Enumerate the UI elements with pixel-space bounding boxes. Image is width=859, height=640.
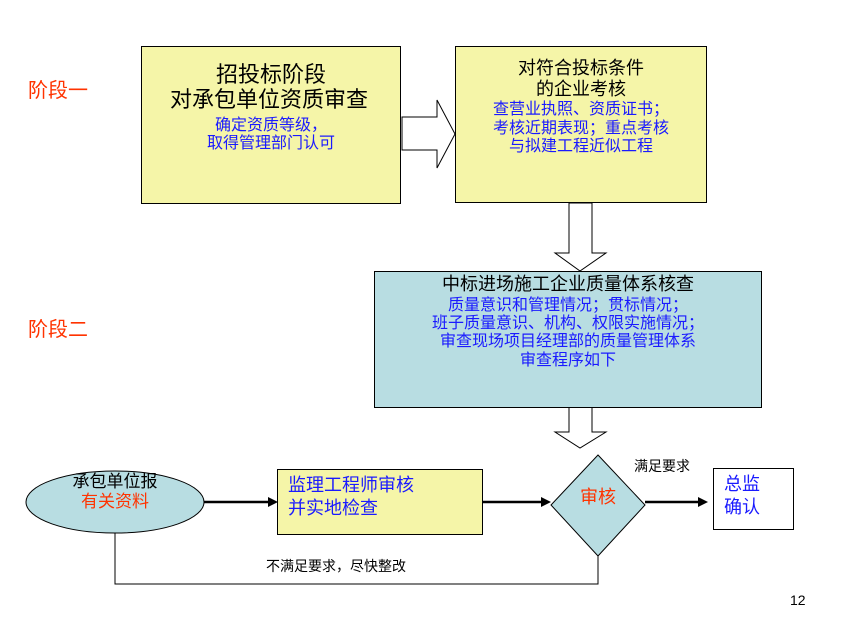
- start-node-text: 承包单位报 有关资料: [30, 472, 200, 512]
- box1-title-line1: 招投标阶段: [215, 63, 326, 88]
- box3-detail-line1: 质量意识和管理情况；贯标情况；: [447, 294, 688, 314]
- box3-detail-line3: 审查现场项目经理部的质量管理体系: [439, 331, 696, 351]
- engineer-review-box: 监理工程师审核 并实地检查: [277, 469, 483, 535]
- review-line2: 并实地检查: [288, 498, 378, 520]
- box3-detail-line4: 审查程序如下: [519, 349, 616, 369]
- enterprise-assessment-box: 对符合投标条件 的企业考核 查营业执照、资质证书； 考核近期表现；重点考核 与拟…: [455, 46, 707, 203]
- pass-label: 满足要求: [634, 459, 690, 475]
- box2-detail-line2: 考核近期表现；重点考核: [492, 117, 669, 137]
- arrowhead: [541, 497, 551, 507]
- block-arrow-right: [401, 99, 456, 169]
- review-line1: 监理工程师审核: [288, 475, 414, 496]
- end-line1: 总监: [724, 474, 760, 495]
- start-line2: 有关资料: [81, 491, 149, 512]
- box2-detail-line1: 查营业执照、资质证书；: [492, 99, 669, 119]
- stage-one-label: 阶段一: [28, 78, 88, 102]
- arrowhead: [698, 497, 708, 507]
- end-line2: 确认: [724, 497, 760, 519]
- box2-title-line1: 对符合投标条件: [518, 58, 644, 79]
- fail-label: 不满足要求，尽快整改: [266, 559, 406, 575]
- box1-detail-line2: 取得管理部门认可: [206, 132, 335, 152]
- block-arrow-down-2: [553, 406, 608, 449]
- stage-two-label: 阶段二: [28, 317, 88, 341]
- box3-title: 中标进场施工企业质量体系核查: [442, 274, 694, 295]
- box3-detail-line2: 班子质量意识、机构、权限实施情况；: [431, 313, 704, 333]
- box1-detail-line1: 确定资质等级，: [214, 114, 327, 134]
- page-number: 12: [790, 592, 806, 608]
- box2-detail-line3: 与拟建工程近似工程: [508, 136, 653, 156]
- box2-title-line2: 的企业考核: [536, 78, 626, 100]
- quality-system-check-box: 中标进场施工企业质量体系核查 质量意识和管理情况；贯标情况； 班子质量意识、机构…: [374, 271, 762, 408]
- start-line1: 承包单位报: [72, 472, 158, 492]
- arrowhead: [268, 497, 278, 507]
- box1-title-line2: 对承包单位资质审查: [169, 88, 368, 114]
- feedback-loop-line: [114, 533, 599, 585]
- block-arrow-down-1: [553, 202, 608, 272]
- director-confirm-box: 总监 确认: [713, 468, 794, 530]
- bidding-stage-box: 招投标阶段 对承包单位资质审查 确定资质等级， 取得管理部门认可: [141, 46, 401, 204]
- decision-label: 审核: [580, 487, 616, 508]
